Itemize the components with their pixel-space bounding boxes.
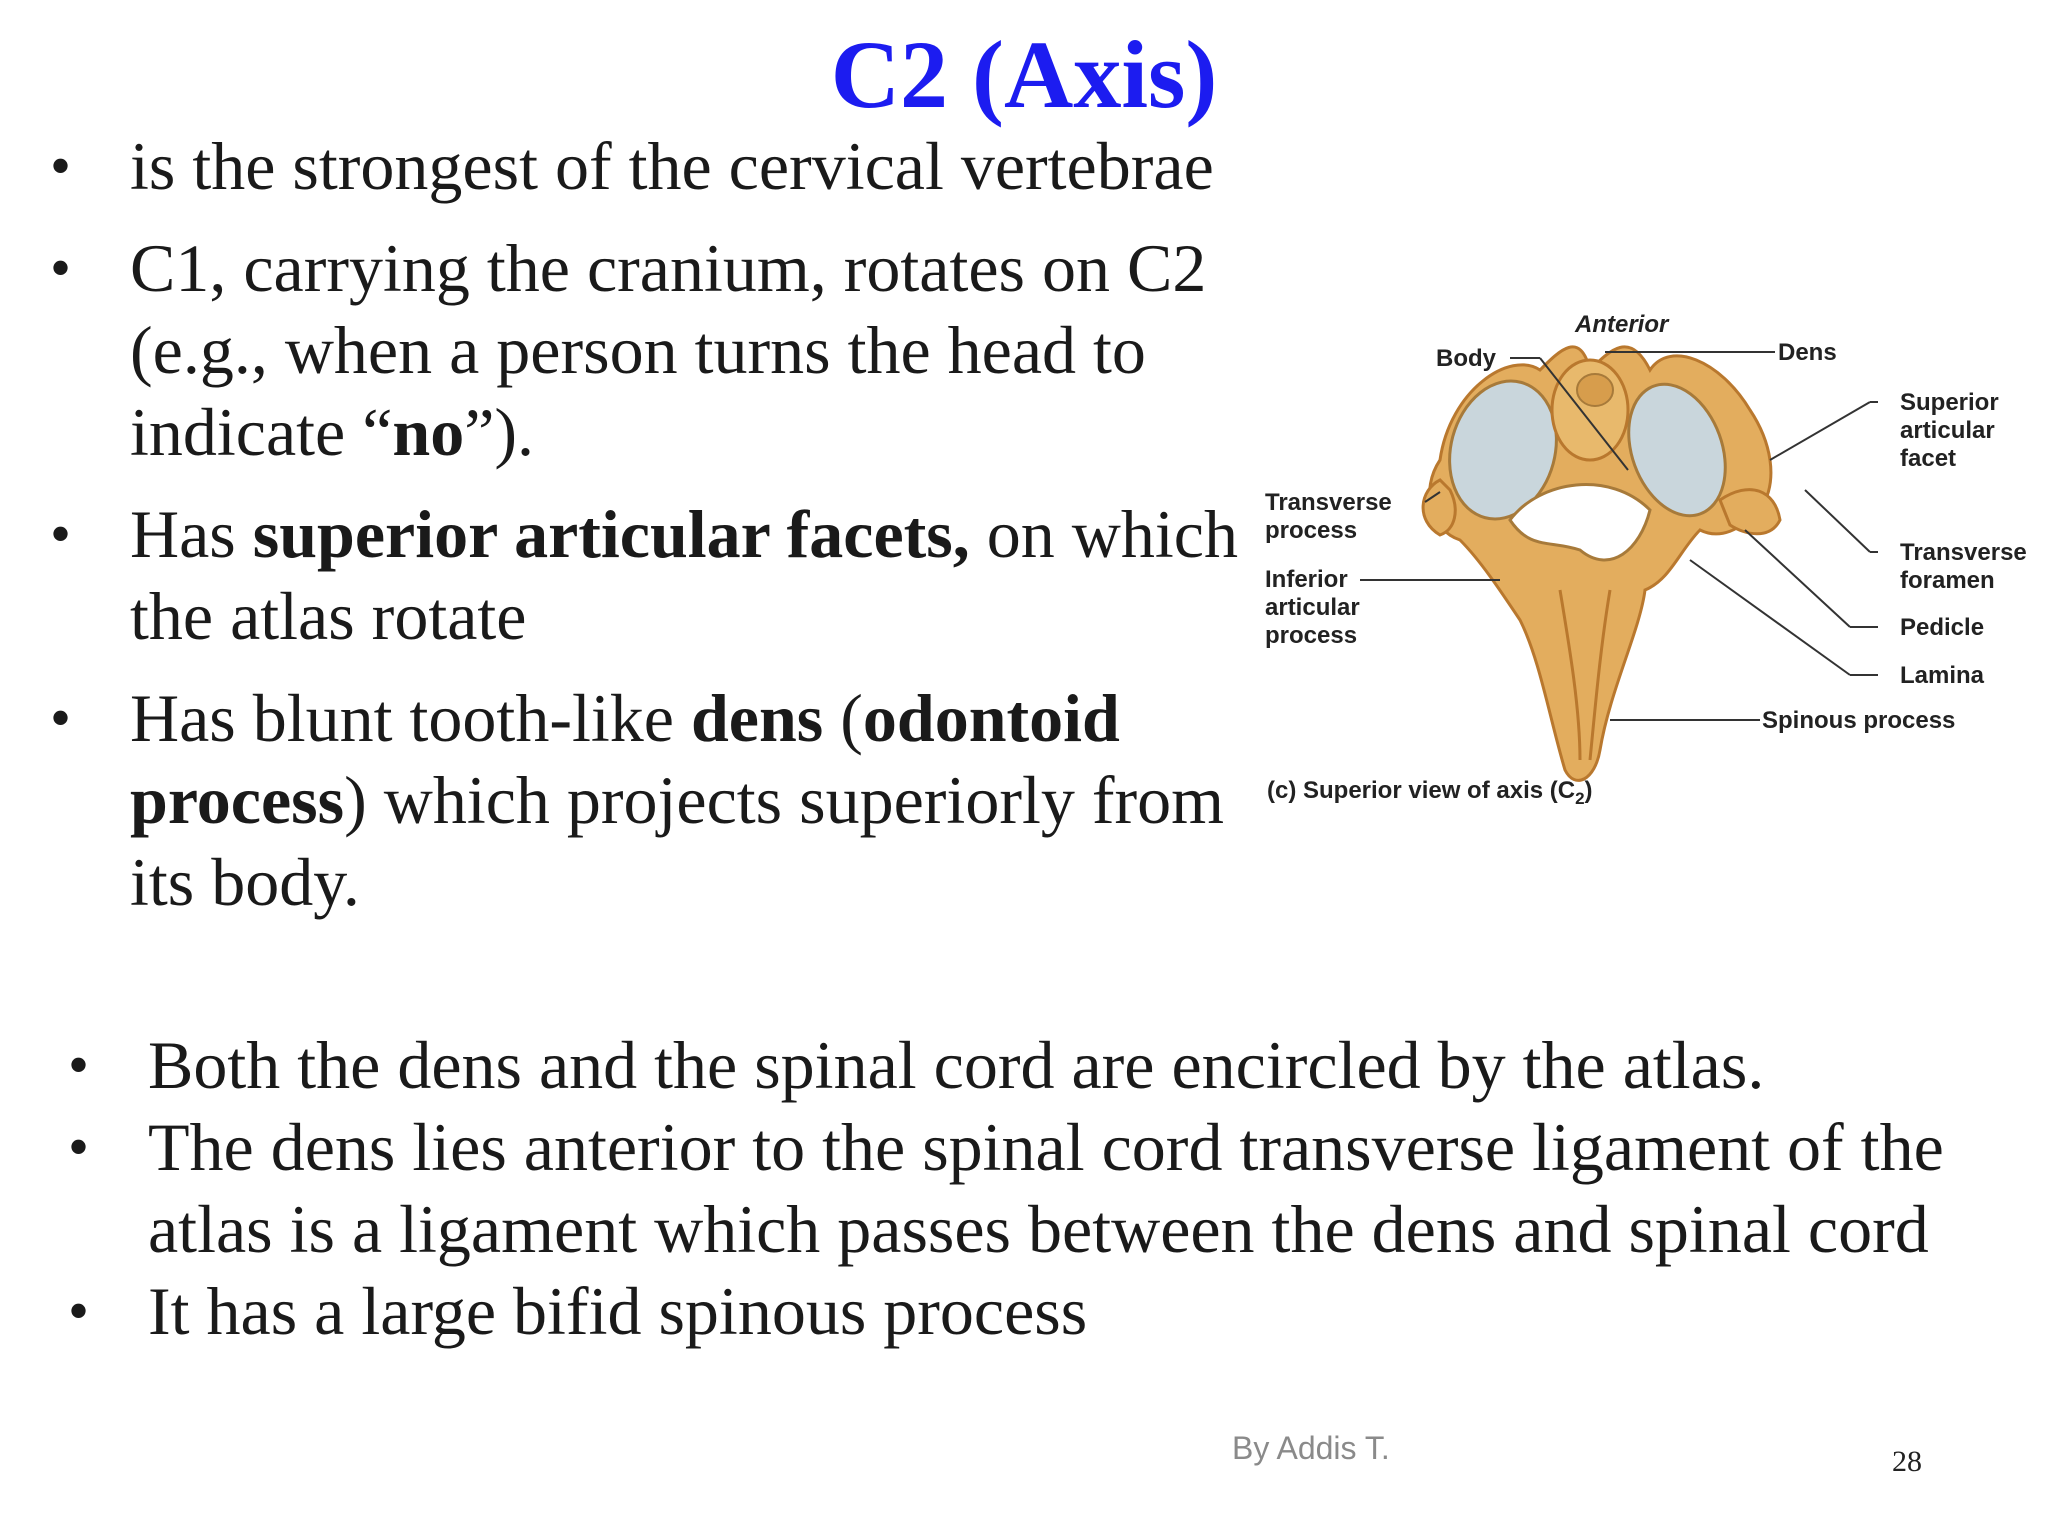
bold-text: no [392,394,465,470]
text-run: ( [823,680,863,756]
text-run: Has [130,496,253,572]
vertebra-illustration [1421,345,1782,782]
bullet-item: Has superior articular facets, on which … [50,493,1240,657]
label-inferior-articular-process-2: articular [1265,594,1360,621]
bullet-list-bottom: Both the dens and the spinal cord are en… [68,1024,2008,1352]
label-superior-articular-facet-2: articular [1900,417,1995,444]
label-transverse-foramen-2: foramen [1900,567,1995,594]
label-body: Body [1436,345,1497,372]
label-inferior-articular-process-1: Inferior [1265,566,1348,593]
bullet-item: Both the dens and the spinal cord are en… [68,1024,2008,1106]
footer-author: By Addis T. [1232,1430,1390,1466]
label-lamina: Lamina [1900,662,1985,689]
axis-vertebra-figure: Anterior Body Dens Superior articular fa… [1265,311,2027,808]
figure-caption: (c) Superior view of axis (C2) [1267,777,1593,808]
bullet-list-top: is the strongest of the cervical vertebr… [50,125,1240,943]
text-run: Has blunt tooth-like [130,680,691,756]
text-run: is the strongest of the cervical vertebr… [130,128,1214,204]
text-run: ) which projects superiorly from its bod… [130,762,1225,920]
bullet-item: It has a large bifid spinous process [68,1270,2008,1352]
bullet-item: C1, carrying the cranium, rotates on C2 … [50,227,1240,473]
label-transverse-foramen-1: Transverse [1900,539,2027,566]
text-run: on which the atlas rotate [130,496,1238,654]
label-transverse-process-1: Transverse [1265,489,1392,516]
label-superior-articular-facet-3: facet [1900,445,1956,472]
bullet-item: The dens lies anterior to the spinal cor… [68,1106,2008,1270]
slide-title: C2 (Axis) [830,21,1218,128]
label-spinous-process: Spinous process [1762,707,1955,734]
bullet-item: is the strongest of the cervical vertebr… [50,125,1240,207]
bold-text: superior articular facets, [252,496,970,572]
bold-text: odontoid process [130,680,1120,838]
label-anterior: Anterior [1574,311,1670,338]
label-transverse-process-2: process [1265,517,1357,544]
label-dens: Dens [1778,339,1837,366]
label-pedicle: Pedicle [1900,614,1984,641]
text-run: ”). [464,394,535,470]
label-superior-articular-facet-1: Superior [1900,389,1999,416]
text-run: C1, carrying the cranium, rotates on C2 … [130,230,1207,470]
label-inferior-articular-process-3: process [1265,622,1357,649]
page-number: 28 [1892,1445,1922,1478]
bold-text: dens [690,680,824,756]
leader-lines [1360,351,1878,721]
bullet-item: Has blunt tooth-like dens (odontoid proc… [50,677,1240,923]
